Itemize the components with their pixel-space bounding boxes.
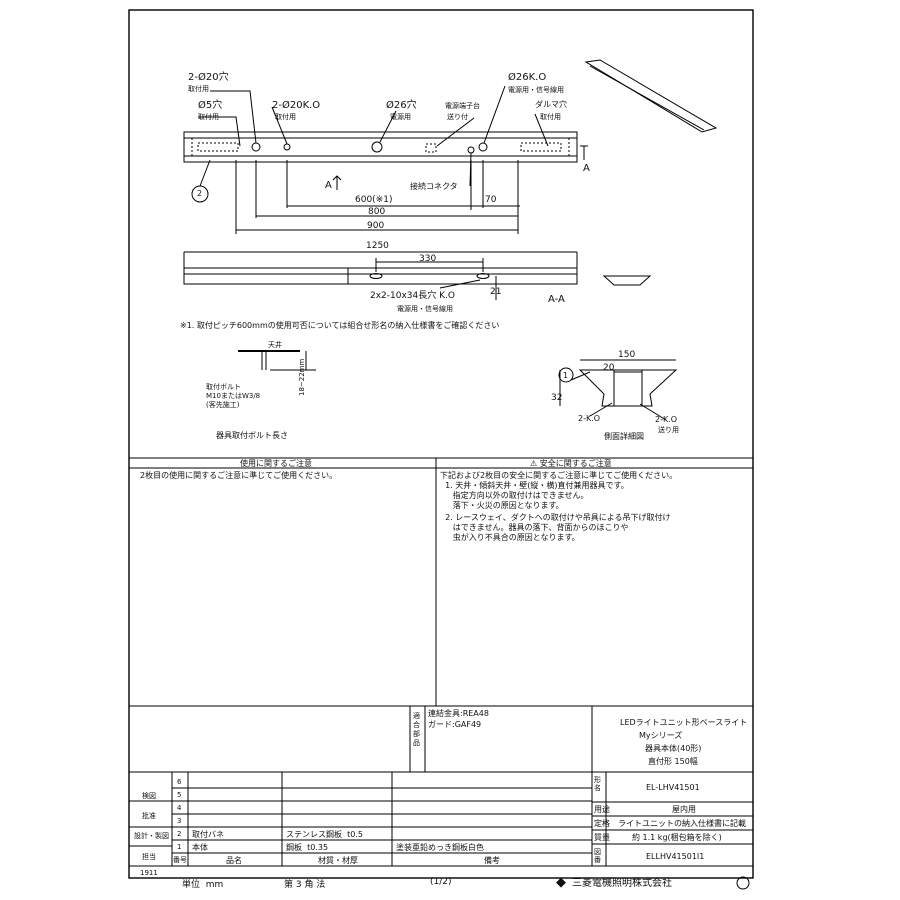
label-hole-5: Ø5穴: [198, 100, 223, 111]
code-label: 1911: [140, 869, 158, 877]
drawing-no-label: 図番: [594, 848, 601, 864]
model-label: 形名: [594, 776, 601, 792]
safety-line: 2. レースウェイ、ダクトへの取付けや吊具による吊下げ取付け: [440, 513, 671, 522]
parts-row-note: 塗装亜鉛めっき鋼板白色: [396, 843, 484, 852]
label-hole-5-use: 取付用: [198, 113, 219, 121]
label-hole-26: Ø26穴: [386, 100, 417, 111]
safety-line: 虫が入り不具合の原因となります。: [440, 533, 580, 542]
label-section-aa: A-A: [548, 294, 565, 305]
parts-header-note: 備考: [484, 856, 500, 865]
parts-header-material: 材質・材厚: [318, 856, 358, 865]
dim-900: 900: [367, 221, 385, 231]
label-daruma: ダルマ穴: [535, 100, 567, 109]
dim-600: 600(※1): [355, 195, 393, 205]
safety-line: 下記および2枚目の安全に関するご注意に準じてご使用ください。: [440, 471, 678, 480]
parts-row-no: 4: [177, 804, 182, 812]
safety-line: 1. 天井・傾斜天井・壁(縦・横)直付兼用器具です。: [440, 481, 629, 490]
parts-row-no: 5: [177, 791, 182, 799]
side-dim-150: 150: [618, 350, 636, 360]
rating-value: ライトユニットの納入仕様書に記載: [618, 819, 746, 828]
page-label: (1/2): [430, 877, 452, 887]
product-line: 直付形 150幅: [648, 757, 698, 766]
side-dim-20: 20: [603, 363, 615, 373]
side-2ko-left: 2-K.O: [578, 414, 601, 423]
parts-row-material: ステンレス鋼板 t0.5: [286, 830, 363, 839]
usage-title: 使用に関するご注意: [240, 459, 312, 468]
fitting-line: ガード:GAF49: [428, 720, 482, 729]
side-dim-32: 32: [551, 393, 563, 403]
note-1: ※1. 取付ピッチ600mmの使用可否については組合せ形名の納入仕様書をご確認く…: [180, 321, 500, 330]
label-hole-26k: Ø26K.O: [508, 72, 547, 83]
approve-label: 批准: [142, 812, 156, 820]
dim-800: 800: [368, 207, 386, 217]
dim-1250: 1250: [366, 241, 389, 251]
product-line: 器具本体(40形): [645, 744, 702, 753]
label-terminal-use: 送り付: [447, 113, 468, 121]
label-connector: 接続コネクタ: [410, 182, 458, 191]
safety-line: 指定方向以外の取付けはできません。: [440, 491, 589, 500]
side-2ko-right: 2-K.O: [655, 415, 678, 424]
side-callout-1: 1: [563, 371, 569, 380]
model-value: EL-LHV41501: [646, 783, 700, 792]
parts-row-no: 1: [177, 843, 182, 851]
label-bolt-2: M10またはW3/8: [206, 392, 261, 400]
label-daruma-use: 取付用: [540, 113, 561, 121]
safety-line: 落下・火災の原因となります。: [440, 501, 564, 510]
usage-text: 2枚目の使用に関するご注意に準じてご使用ください。: [140, 471, 338, 480]
parts-row-no: 2: [177, 830, 182, 838]
unit-label: 単位 mm: [182, 880, 224, 890]
use-value: 屋内用: [672, 805, 696, 814]
rating-label: 定格: [594, 819, 610, 828]
parts-header-name: 品名: [226, 856, 242, 865]
dim-70: 70: [485, 195, 497, 205]
side-detail-title: 側面詳細図: [604, 432, 644, 441]
label-bolt-dim: 18~22mm: [298, 358, 306, 396]
callout-2: 2: [197, 189, 203, 198]
label-hole-2-20k-use: 取付用: [275, 113, 296, 121]
label-hole-26-use: 電源用: [390, 113, 411, 121]
section-a-left: A: [325, 180, 332, 191]
label-bolt-1: 取付ボルト: [206, 383, 241, 391]
weight-value: 約 1.1 kg(梱包箱を除く): [632, 833, 722, 842]
manager-label: 担当: [142, 853, 156, 861]
company-name: 三菱電機照明株式会社: [572, 878, 672, 889]
mitsubishi-logo-icon: ◆: [556, 875, 566, 890]
fitting-line: 連結金具:REA48: [428, 709, 489, 718]
dim-21: 21: [490, 287, 502, 297]
label-terminal: 電源端子台: [445, 102, 480, 110]
label-hole-2-20-use: 取付用: [188, 85, 209, 93]
parts-row-no: 6: [177, 778, 182, 786]
design-label: 設計・製図: [134, 832, 169, 840]
side-2ko-right-use: 送り用: [658, 426, 679, 434]
use-label: 用途: [594, 805, 610, 814]
safety-title: ⚠ 安全に関するご注意: [530, 459, 612, 468]
label-bolt-title: 器具取付ボルト長さ: [216, 431, 288, 440]
parts-row-name: 本体: [192, 843, 208, 852]
parts-row-name: 取付バネ: [192, 830, 224, 839]
product-line: Myシリーズ: [639, 731, 683, 740]
label-ceiling: 天井: [268, 341, 282, 349]
weight-label: 質量: [594, 833, 610, 842]
label-long-hole: 2x2-10x34長穴 K.O: [370, 291, 455, 301]
parts-row-material: 鋼板 t0.35: [286, 843, 329, 852]
product-line: LEDライトユニット形ベースライト: [620, 718, 748, 727]
drawing-no-value: ELLHV41501I1: [646, 852, 705, 861]
parts-header-no: 番号: [173, 856, 187, 864]
fittings-label: 適合部品: [413, 712, 420, 747]
parts-row-no: 3: [177, 817, 182, 825]
safety-line: はできません。器具の落下、背面からのほこりや: [440, 523, 629, 532]
dim-330: 330: [419, 254, 437, 264]
label-hole-26k-use: 電源用・信号線用: [508, 86, 564, 94]
label-hole-2-20k: 2-Ø20K.O: [272, 100, 321, 111]
check-label: 検図: [142, 792, 156, 800]
projection-label: 第 3 角 法: [284, 880, 326, 890]
label-long-hole-use: 電源用・信号線用: [397, 305, 453, 313]
label-hole-2-20: 2-Ø20穴: [188, 72, 229, 83]
label-bolt-3: (客先施工): [206, 401, 240, 409]
section-a-right: A: [583, 163, 590, 174]
